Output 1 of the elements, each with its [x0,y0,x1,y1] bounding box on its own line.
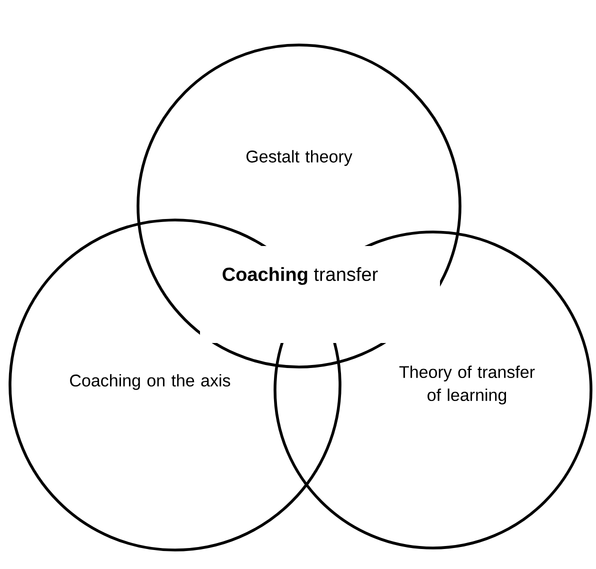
title-label: Coaching transfer [200,246,440,343]
